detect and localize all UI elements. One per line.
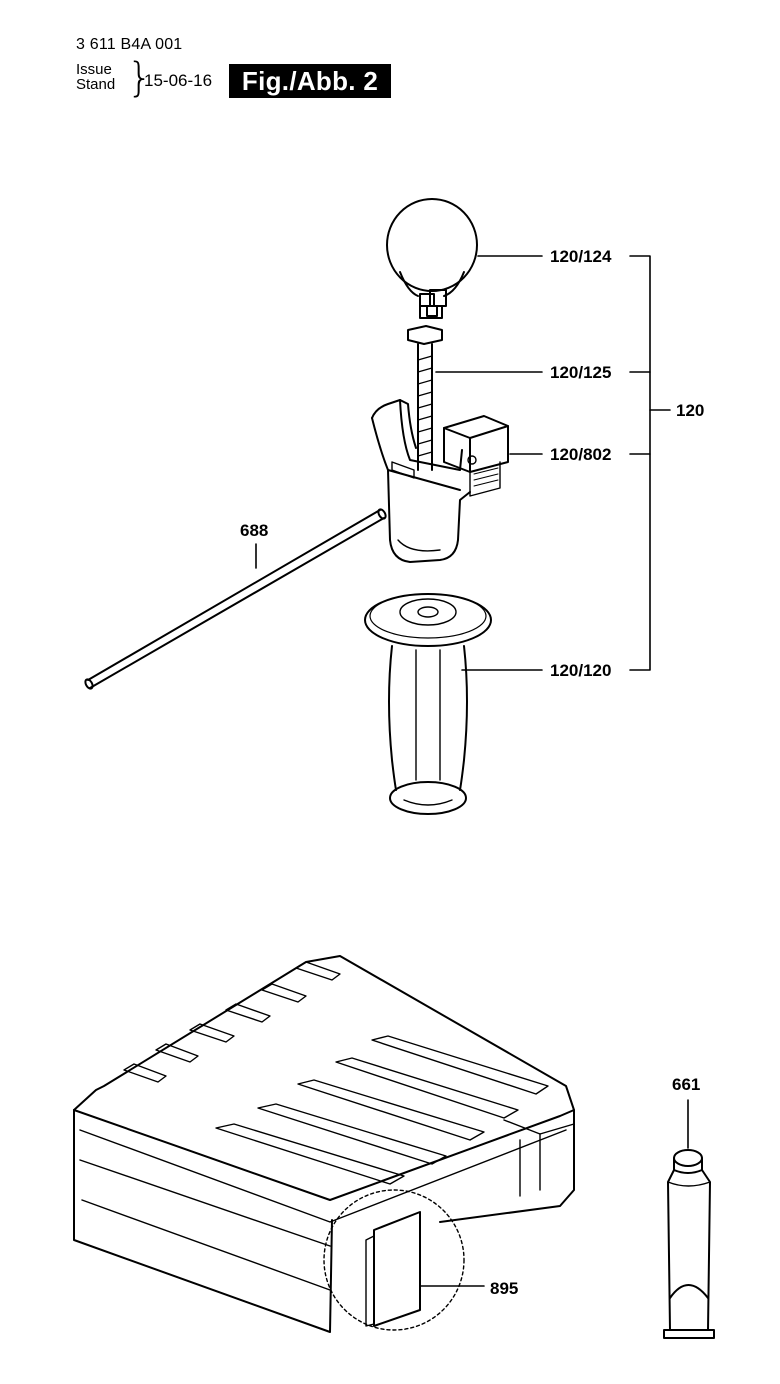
callout-895: 895 — [490, 1279, 518, 1298]
threaded-rod-drawing — [407, 325, 443, 471]
side-grip-drawing — [364, 593, 492, 815]
stand-label: Stand — [76, 76, 116, 93]
brace-symbol: } — [127, 55, 153, 101]
callout-120-124: 120/124 — [550, 247, 612, 266]
issue-stand-label: Issue Stand — [76, 62, 115, 92]
callout-120-125: 120/125 — [550, 363, 611, 382]
callout-120-120: 120/120 — [550, 661, 611, 680]
document-number: 3 611 B4A 001 — [76, 36, 183, 53]
rod-688-drawing — [84, 508, 387, 690]
issue-date: 15-06-16 — [144, 71, 213, 90]
figure-badge: Fig./Abb. 2 — [229, 64, 391, 98]
callout-688: 688 — [240, 521, 268, 540]
handle-body-drawing — [371, 399, 509, 563]
callout-661: 661 — [672, 1075, 700, 1094]
clamp-band-drawing — [386, 198, 478, 319]
callout-120-802: 120/802 — [550, 445, 611, 464]
issue-label: Issue — [76, 61, 112, 78]
callout-labels: 120/124 120/125 120/802 120/120 120 688 … — [240, 247, 704, 1298]
grease-tube-drawing — [663, 1149, 715, 1339]
carrying-case-drawing — [73, 955, 575, 1333]
callout-120: 120 — [676, 401, 704, 420]
leader-lines — [255, 255, 689, 1287]
